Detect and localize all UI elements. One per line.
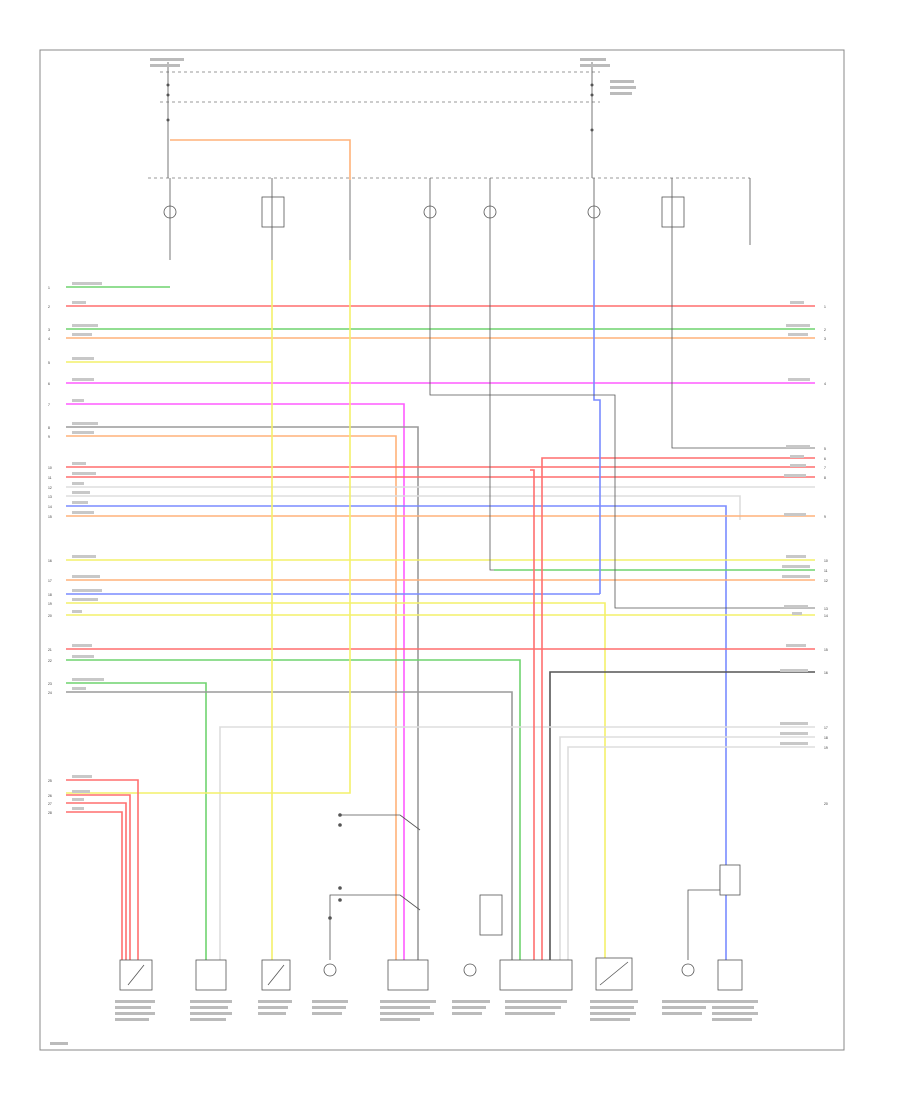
svg-text:2: 2 [48,305,50,309]
left-pin-labels: 1 2 3 4 5 6 7 8 9 10 11 12 13 14 15 16 1… [48,286,52,815]
component-4 [323,963,337,977]
svg-text:1: 1 [824,305,826,309]
wire-tag-marks [72,282,810,810]
svg-text:3: 3 [48,328,50,332]
switch-symbols [328,813,421,920]
svg-text:10: 10 [48,466,52,470]
svg-text:4: 4 [824,382,826,386]
svg-text:16: 16 [48,559,52,563]
svg-text:19: 19 [824,746,828,750]
harness-wires [66,260,815,980]
bottom-components [119,864,743,991]
svg-text:6: 6 [48,382,50,386]
svg-text:20: 20 [824,802,828,806]
svg-text:17: 17 [824,726,828,730]
svg-text:22: 22 [48,659,52,663]
svg-text:14: 14 [48,505,52,509]
svg-text:12: 12 [48,486,52,490]
svg-text:26: 26 [48,794,52,798]
component-9 [681,963,695,977]
svg-text:14: 14 [824,614,828,618]
svg-text:8: 8 [48,426,50,430]
svg-text:25: 25 [48,779,52,783]
svg-text:10: 10 [824,559,828,563]
component-2 [195,959,227,991]
svg-text:8: 8 [824,476,826,480]
svg-text:7: 7 [48,403,50,407]
svg-text:7: 7 [824,466,826,470]
component-6 [463,963,477,977]
svg-text:19: 19 [48,602,52,606]
svg-text:11: 11 [824,569,828,573]
svg-text:4: 4 [48,337,50,341]
svg-text:24: 24 [48,691,52,695]
svg-text:3: 3 [824,337,826,341]
svg-text:28: 28 [48,811,52,815]
svg-text:6: 6 [824,457,826,461]
svg-text:11: 11 [48,476,52,480]
component-5 [387,959,429,991]
svg-text:2: 2 [824,328,826,332]
svg-text:18: 18 [824,736,828,740]
component-10 [717,959,743,991]
svg-text:21: 21 [48,648,52,652]
svg-text:23: 23 [48,682,52,686]
svg-text:13: 13 [824,607,828,611]
svg-text:1: 1 [48,286,50,290]
diagram-frame [39,49,845,1051]
svg-text:12: 12 [824,579,828,583]
svg-text:18: 18 [48,593,52,597]
svg-text:13: 13 [48,495,52,499]
svg-text:15: 15 [824,648,828,652]
svg-text:9: 9 [824,515,826,519]
component-7 [499,959,573,991]
svg-text:5: 5 [824,447,826,451]
svg-text:15: 15 [48,515,52,519]
svg-text:20: 20 [48,614,52,618]
svg-text:9: 9 [48,435,50,439]
svg-text:5: 5 [48,361,50,365]
power-bus-top [148,62,751,245]
svg-text:27: 27 [48,802,52,806]
right-pin-labels: 1 2 3 4 5 6 7 8 9 10 11 12 13 14 15 16 1… [824,305,828,806]
svg-text:17: 17 [48,579,52,583]
svg-text:16: 16 [824,671,828,675]
components-top-row [163,178,685,260]
feed-wire-orange [170,139,351,180]
caption-marks [50,58,758,1045]
